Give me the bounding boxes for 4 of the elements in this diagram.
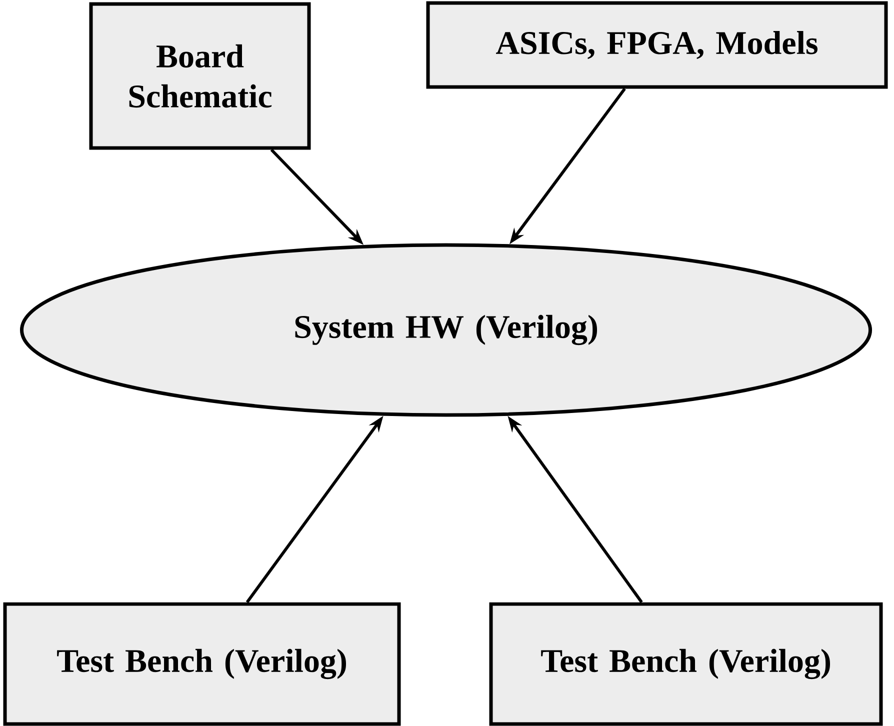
process-box: Board Schematic xyxy=(89,2,311,150)
process-box: ASICs, FPGA, Models xyxy=(426,1,888,89)
process-box: Test Bench (Verilog) xyxy=(3,602,401,726)
process-box: Test Bench (Verilog) xyxy=(489,602,883,726)
